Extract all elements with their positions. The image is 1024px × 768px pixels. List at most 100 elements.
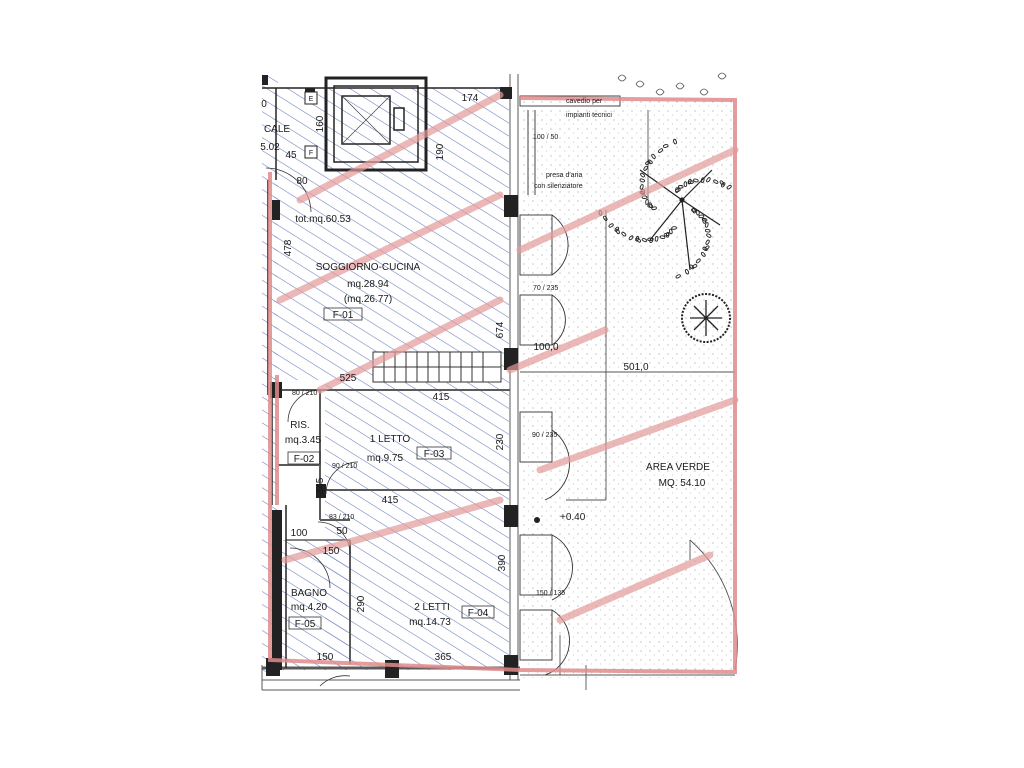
bedroom1-name: 1 LETTO: [370, 434, 411, 445]
tree-leaf: [651, 153, 656, 159]
tree-leaf: [608, 223, 614, 228]
total-area: tot.mq.60.53: [295, 214, 351, 225]
tree-leaf: [689, 264, 695, 270]
red-boundary: [268, 96, 737, 675]
tree-leaf: [687, 178, 692, 185]
bathroom-name: BAGNO: [291, 588, 327, 599]
tree-leaf: [721, 182, 726, 188]
living-room-code: F-01: [333, 310, 354, 321]
bedroom1-code: F-03: [424, 449, 445, 460]
tree-leaf: [648, 202, 653, 208]
dim-160: 160: [315, 115, 326, 132]
storage-name: RIS.: [290, 420, 309, 431]
note-technical-2: impianti tecnici: [566, 112, 612, 119]
tree-leaf: [688, 180, 694, 184]
tree-leaf: [706, 177, 711, 183]
storage-code: F-02: [294, 454, 315, 465]
dim-80: 80: [296, 176, 308, 187]
tree-leaf: [726, 184, 732, 190]
tree-leaf: [704, 222, 709, 228]
note-technical-1: cavedio per: [566, 98, 603, 105]
tree-leaf: [614, 226, 620, 232]
dim-674: 674: [495, 321, 506, 338]
tree-leaf: [677, 185, 684, 189]
tree-leaf: [695, 258, 701, 264]
tree-leaf: [705, 239, 710, 245]
tree-leaf: [643, 165, 648, 171]
dim-345: 345: [315, 477, 326, 494]
tree-leaf: [615, 228, 620, 235]
bathroom-code: F-05: [295, 619, 316, 630]
tree-leaf: [647, 159, 653, 164]
dim-150-b: 150: [317, 652, 334, 663]
tree-leaf: [719, 180, 725, 186]
tree-leaf: [669, 228, 673, 235]
garden-name: AREA VERDE: [646, 462, 710, 473]
red-strikes: [276, 91, 739, 624]
stairwell-name: CALE: [264, 124, 290, 135]
tree-leaf: [647, 237, 653, 242]
tree-leaf: [702, 218, 706, 224]
living-room-area: mq.28.94: [347, 279, 389, 290]
tree-leaf: [696, 209, 700, 216]
tree-leaf: [639, 178, 646, 183]
dim-100: 100: [291, 528, 308, 539]
tree-leaf: [603, 215, 608, 221]
note-air-2: con silenziatore: [534, 183, 583, 190]
dim-100-0: 100,0: [533, 342, 558, 353]
dim-190-a: 190: [435, 143, 446, 160]
dim-50-a: 50: [336, 526, 348, 537]
dim-525: 525: [340, 373, 357, 384]
dim-415-b: 415: [382, 495, 399, 506]
tree-leaf: [700, 251, 706, 257]
dim-230: 230: [495, 433, 506, 450]
bedroom2-area: mq.14.73: [409, 617, 451, 628]
elevation-dot: [534, 517, 540, 523]
bedroom1-area: mq.9.75: [367, 453, 404, 464]
stairwell-area: 5.02: [260, 142, 280, 153]
dim-174: 174: [462, 93, 479, 104]
lift-markers: E F: [304, 91, 318, 159]
win-150-135: 150 / 135: [536, 590, 565, 597]
bedroom2-name: 2 LETTI: [414, 602, 450, 613]
dim-390: 390: [497, 554, 508, 571]
staircase: [372, 351, 502, 383]
tree-leaf: [640, 172, 646, 178]
dim-501: 501,0: [623, 362, 648, 373]
tree-leaf: [628, 235, 634, 241]
tree-leaf: [662, 144, 669, 148]
dim-290: 290: [356, 595, 367, 612]
tree-leaf: [704, 245, 710, 250]
tree-leaf: [675, 274, 681, 279]
tree-leaf: [641, 238, 648, 243]
tree-leaf: [691, 208, 696, 214]
storage-area: mq.3.45: [285, 435, 322, 446]
tree-leaf: [651, 206, 657, 211]
lift-shaft: [324, 76, 428, 172]
facade-openings: [519, 95, 621, 676]
tree-leaf: [645, 160, 651, 165]
tree-leaf: [671, 226, 677, 230]
door-83-210: 83 / 210: [329, 514, 354, 521]
tree-leaf: [635, 235, 640, 242]
tree-leaf: [693, 178, 699, 183]
hatch-living: [274, 88, 509, 380]
note-air-1: presa d'aria: [546, 172, 582, 179]
tree-leaf: [691, 264, 698, 269]
garden-flowers: [617, 72, 727, 96]
tree-leaf: [639, 184, 644, 190]
garden-area: MQ. 54.10: [659, 478, 706, 489]
tree-leaf: [706, 233, 712, 238]
living-room-area-alt: (mq.26.77): [344, 294, 392, 305]
living-room-name: SOGGIORNO-CUCINA: [316, 262, 421, 273]
tree-leaf: [657, 148, 664, 153]
lift-mark-f: F: [309, 150, 313, 157]
tree-leaf: [663, 232, 670, 237]
hatch-bath: [282, 540, 348, 670]
win-70-235: 70 / 235: [533, 285, 558, 292]
tree-leaf: [673, 138, 677, 145]
tree-leaf: [675, 188, 681, 193]
tree-leaf: [654, 235, 659, 242]
dim-415-a: 415: [433, 392, 450, 403]
